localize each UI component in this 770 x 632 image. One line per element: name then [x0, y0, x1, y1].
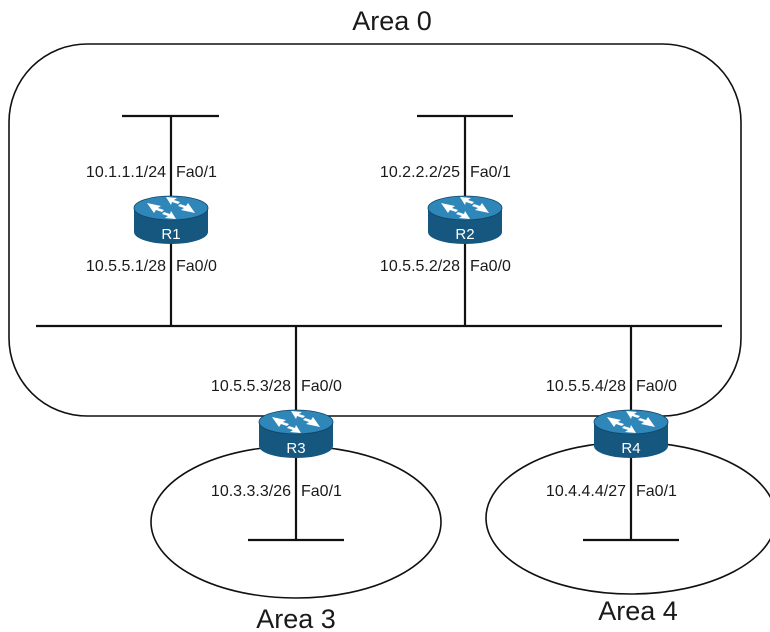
r4-bottom-interface: Fa0/1	[636, 483, 677, 500]
r3-bottom-interface: Fa0/1	[301, 483, 342, 500]
router-r3-name: R3	[286, 440, 305, 457]
r4-bottom-ip: 10.4.4.4/27	[546, 483, 626, 500]
r4-top-interface: Fa0/0	[636, 378, 677, 395]
r4-top-ip: 10.5.5.4/28	[546, 378, 626, 395]
area-4-boundary	[485, 441, 770, 595]
area-0-label: Area 0	[352, 6, 432, 36]
area-0-boundary	[8, 43, 742, 417]
r1-top-interface: Fa0/1	[176, 164, 217, 181]
r1-top-ip: 10.1.1.1/24	[86, 164, 166, 181]
area-4-label: Area 4	[598, 596, 678, 626]
r2-bottom-ip: 10.5.5.2/28	[380, 258, 460, 275]
r2-top-interface: Fa0/1	[470, 164, 511, 181]
router-r2-icon: R2	[427, 195, 503, 245]
r3-bottom-ip: 10.3.3.3/26	[211, 483, 291, 500]
router-r3-icon: R3	[258, 409, 334, 459]
router-r4-icon: R4	[593, 409, 669, 459]
router-r1-icon: R1	[133, 195, 209, 245]
r3-top-interface: Fa0/0	[301, 378, 342, 395]
router-r1-name: R1	[161, 226, 180, 243]
r2-top-ip: 10.2.2.2/25	[380, 164, 460, 181]
r1-bottom-ip: 10.5.5.1/28	[86, 258, 166, 275]
router-r4-name: R4	[621, 440, 640, 457]
r3-top-ip: 10.5.5.3/28	[211, 378, 291, 395]
r2-bottom-interface: Fa0/0	[470, 258, 511, 275]
router-r2-name: R2	[455, 226, 474, 243]
r1-bottom-interface: Fa0/0	[176, 258, 217, 275]
area-3-label: Area 3	[256, 604, 336, 632]
